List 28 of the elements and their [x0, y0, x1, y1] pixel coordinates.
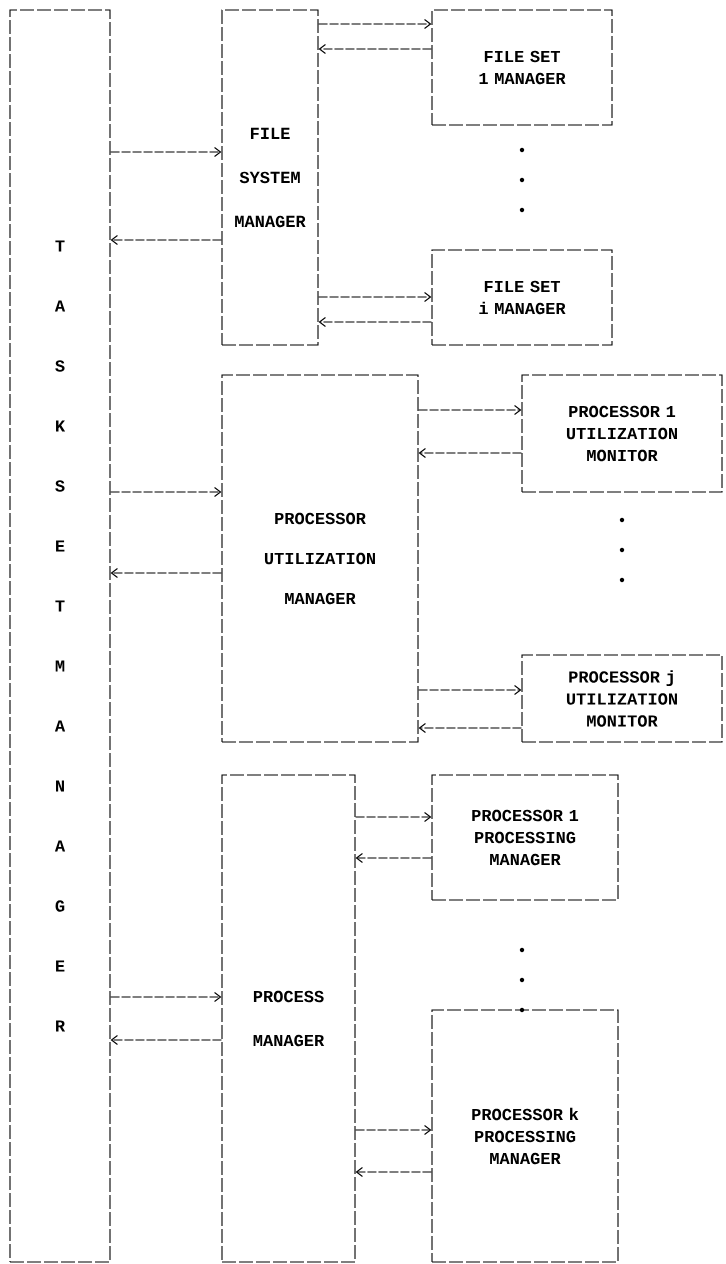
- arrow: [318, 316, 432, 328]
- arrow: [355, 811, 432, 823]
- arrow: [418, 722, 522, 734]
- arrow: [318, 43, 432, 55]
- arrow: [110, 1034, 222, 1046]
- manager-box: PROCESS MANAGER: [221, 774, 356, 1263]
- sub-manager-box: PROCESSOR 1 UTILIZATION MONITOR: [521, 374, 723, 493]
- sub-manager-box: PROCESSOR k PROCESSING MANAGER: [431, 1009, 619, 1263]
- arrow: [355, 852, 432, 864]
- arrow: [110, 234, 222, 246]
- manager-box: PROCESSOR UTILIZATION MANAGER: [221, 374, 419, 743]
- manager-box: TASK SET MANAGER: [9, 9, 111, 1263]
- arrow: [110, 991, 222, 1003]
- sub-manager-box: PROCESSOR 1 PROCESSING MANAGER: [431, 774, 619, 901]
- arrow: [418, 404, 522, 416]
- arrow: [110, 486, 222, 498]
- arrow: [318, 18, 432, 30]
- arrow: [418, 447, 522, 459]
- arrow: [110, 146, 222, 158]
- sub-manager-box: FILE SET i MANAGER: [431, 249, 613, 346]
- arrow: [318, 291, 432, 303]
- sub-manager-box: PROCESSOR j UTILIZATION MONITOR: [521, 654, 723, 743]
- arrow: [355, 1166, 432, 1178]
- arrow: [110, 567, 222, 579]
- arrow: [418, 684, 522, 696]
- sub-manager-box: FILE SET 1 MANAGER: [431, 9, 613, 126]
- arrow: [355, 1124, 432, 1136]
- manager-box: FILE SYSTEM MANAGER: [221, 9, 319, 346]
